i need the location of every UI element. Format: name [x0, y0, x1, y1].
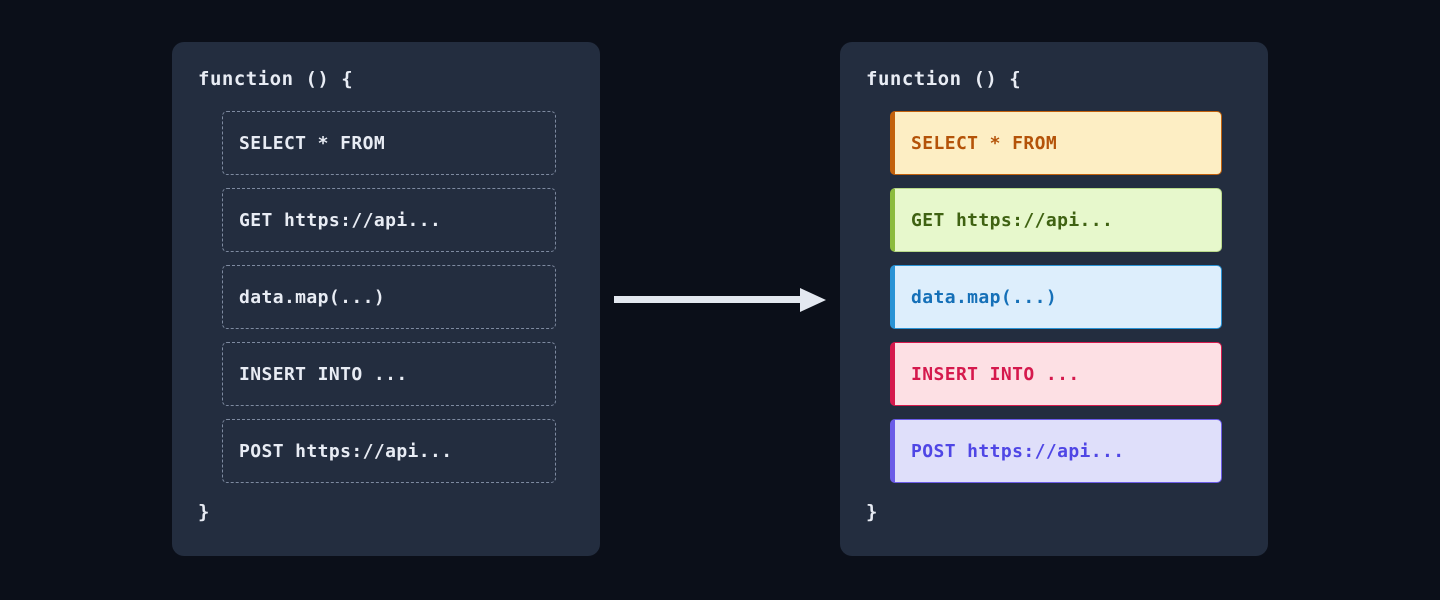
- untagged-row-label: data.map(...): [239, 286, 386, 308]
- arrow-shaft: [614, 296, 802, 303]
- untagged-row[interactable]: POST https://api...: [222, 419, 556, 483]
- function-open-brace: function () {: [198, 68, 354, 90]
- function-close-brace: }: [866, 501, 878, 523]
- tagged-row-http-post[interactable]: POST https://api...: [890, 419, 1222, 483]
- untagged-code-panel: function () { SELECT * FROM GET https://a…: [172, 42, 600, 556]
- function-open-brace: function () {: [866, 68, 1022, 90]
- untagged-row[interactable]: data.map(...): [222, 265, 556, 329]
- untagged-row-label: INSERT INTO ...: [239, 363, 408, 385]
- tagged-code-panel: function () { SELECT * FROM GET https://a…: [840, 42, 1268, 556]
- tagged-row-sql-select[interactable]: SELECT * FROM: [890, 111, 1222, 175]
- tagged-row-label: data.map(...): [911, 286, 1058, 308]
- tagged-row-js-transform[interactable]: data.map(...): [890, 265, 1222, 329]
- arrow-right-icon: [614, 288, 826, 312]
- tagged-row-list: SELECT * FROM GET https://api... data.map(…: [890, 111, 1242, 483]
- tagged-row-label: SELECT * FROM: [911, 132, 1058, 154]
- untagged-row-list: SELECT * FROM GET https://api... data.map(…: [222, 111, 574, 483]
- arrow-head: [800, 288, 826, 312]
- tagged-row-sql-insert[interactable]: INSERT INTO ...: [890, 342, 1222, 406]
- tagged-row-label: POST https://api...: [911, 440, 1125, 462]
- tagged-row-label: GET https://api...: [911, 209, 1114, 231]
- untagged-row[interactable]: SELECT * FROM: [222, 111, 556, 175]
- untagged-row-label: SELECT * FROM: [239, 132, 386, 154]
- untagged-row[interactable]: GET https://api...: [222, 188, 556, 252]
- untagged-row[interactable]: INSERT INTO ...: [222, 342, 556, 406]
- tagged-row-http-get[interactable]: GET https://api...: [890, 188, 1222, 252]
- function-close-brace: }: [198, 501, 210, 523]
- untagged-row-label: POST https://api...: [239, 440, 453, 462]
- tagged-row-label: INSERT INTO ...: [911, 363, 1080, 385]
- untagged-row-label: GET https://api...: [239, 209, 442, 231]
